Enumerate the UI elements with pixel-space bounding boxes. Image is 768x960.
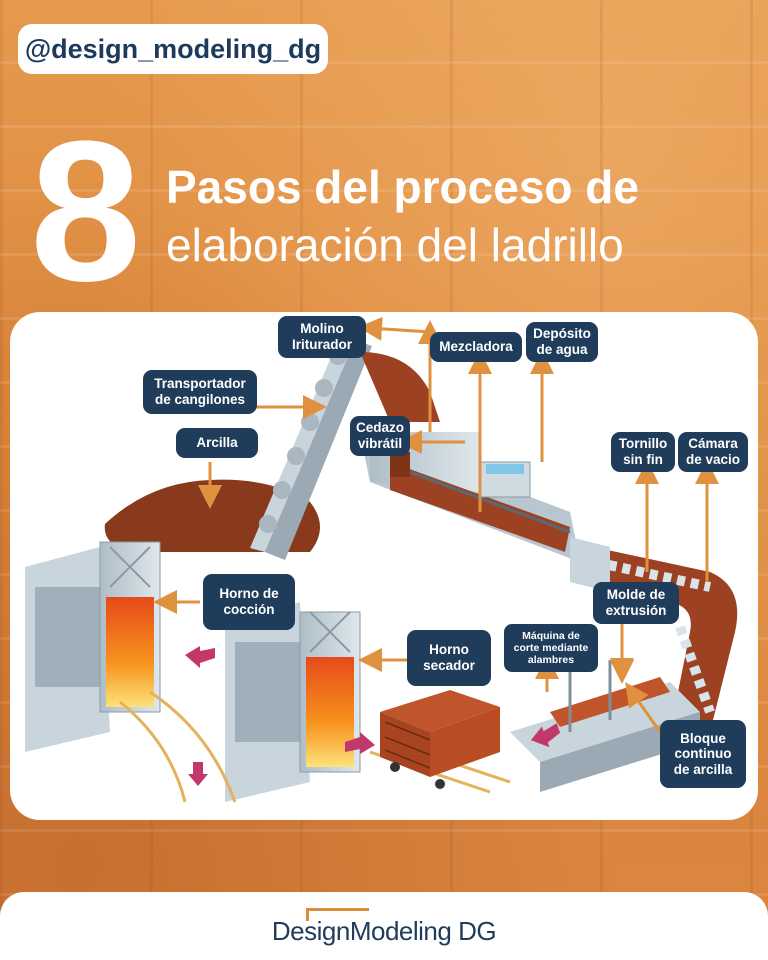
brand-crane-mark	[306, 908, 369, 921]
label-molde-de-extrusion: Molde de extrusión	[593, 582, 679, 624]
label-molino-triturador: Molino Iriturador	[278, 316, 366, 358]
label-mezcladora: Mezcladora	[430, 332, 522, 362]
label-transportador-de-cangilones: Transportador de cangilones	[143, 370, 257, 414]
page-title-line-2: elaboración del ladrillo	[166, 219, 624, 271]
label-bloque-continuo-de-arcilla: Bloque continuo de arcilla	[660, 720, 746, 788]
extruder	[570, 537, 738, 732]
label-maquina-de-corte: Máquina de corte mediante alambres	[504, 624, 598, 672]
process-diagram-card: Molino Iriturador Mezcladora Depósito de…	[10, 312, 758, 820]
brick-cart	[380, 690, 500, 789]
label-tornillo-sin-fin: Tornillo sin fin	[611, 432, 675, 472]
social-handle: @design_modeling_dg	[18, 24, 328, 74]
label-deposito-de-agua: Depósito de agua	[526, 322, 598, 362]
brand-logo-text: DesignModeling DG	[271, 916, 497, 946]
flow-arrows	[185, 646, 561, 786]
label-arcilla: Arcilla	[176, 428, 258, 458]
footer-bar	[0, 892, 768, 960]
step-count-number: 8	[30, 100, 141, 323]
kiln-oven	[25, 541, 161, 752]
label-horno-secador: Horno secador	[407, 630, 491, 686]
label-cedazo-vibratil: Cedazo vibrátil	[350, 416, 410, 456]
page-title-line-1: Pasos del proceso de	[166, 161, 639, 213]
label-horno-de-coccion: Horno de cocción	[203, 574, 295, 630]
label-camara-de-vacio: Cámara de vacio	[678, 432, 748, 472]
process-illustration	[25, 316, 738, 803]
dryer-oven	[225, 602, 361, 802]
